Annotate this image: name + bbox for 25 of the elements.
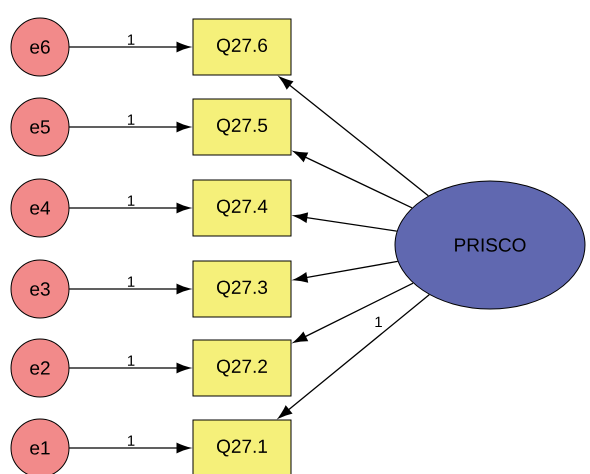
edge-label: 1 <box>128 435 134 446</box>
arrow <box>293 151 412 208</box>
arrow <box>70 202 190 214</box>
arrow <box>70 284 190 294</box>
edge-label: 1 <box>128 276 134 287</box>
indicator-box: Q27.6 <box>192 18 292 76</box>
arrow <box>70 442 190 454</box>
arrow <box>293 282 414 343</box>
indicator-box: Q27.4 <box>192 180 292 236</box>
indicator-box: Q27.1 <box>192 420 292 474</box>
indicator-box: Q27.3 <box>192 260 292 318</box>
edge-label: 1 <box>128 195 134 206</box>
arrow <box>70 122 190 132</box>
arrow <box>279 76 429 196</box>
edge-label: 1 <box>375 316 382 328</box>
edge-label: 1 <box>128 34 134 45</box>
arrow <box>70 42 190 52</box>
arrow <box>70 362 190 374</box>
arrow <box>294 212 397 232</box>
indicator-box: Q27.5 <box>192 98 292 156</box>
indicator-box: Q27.2 <box>192 340 292 396</box>
arrow <box>278 294 430 418</box>
edge-label: 1 <box>128 114 134 125</box>
arrow <box>294 260 398 283</box>
edge-label: 1 <box>128 355 134 366</box>
